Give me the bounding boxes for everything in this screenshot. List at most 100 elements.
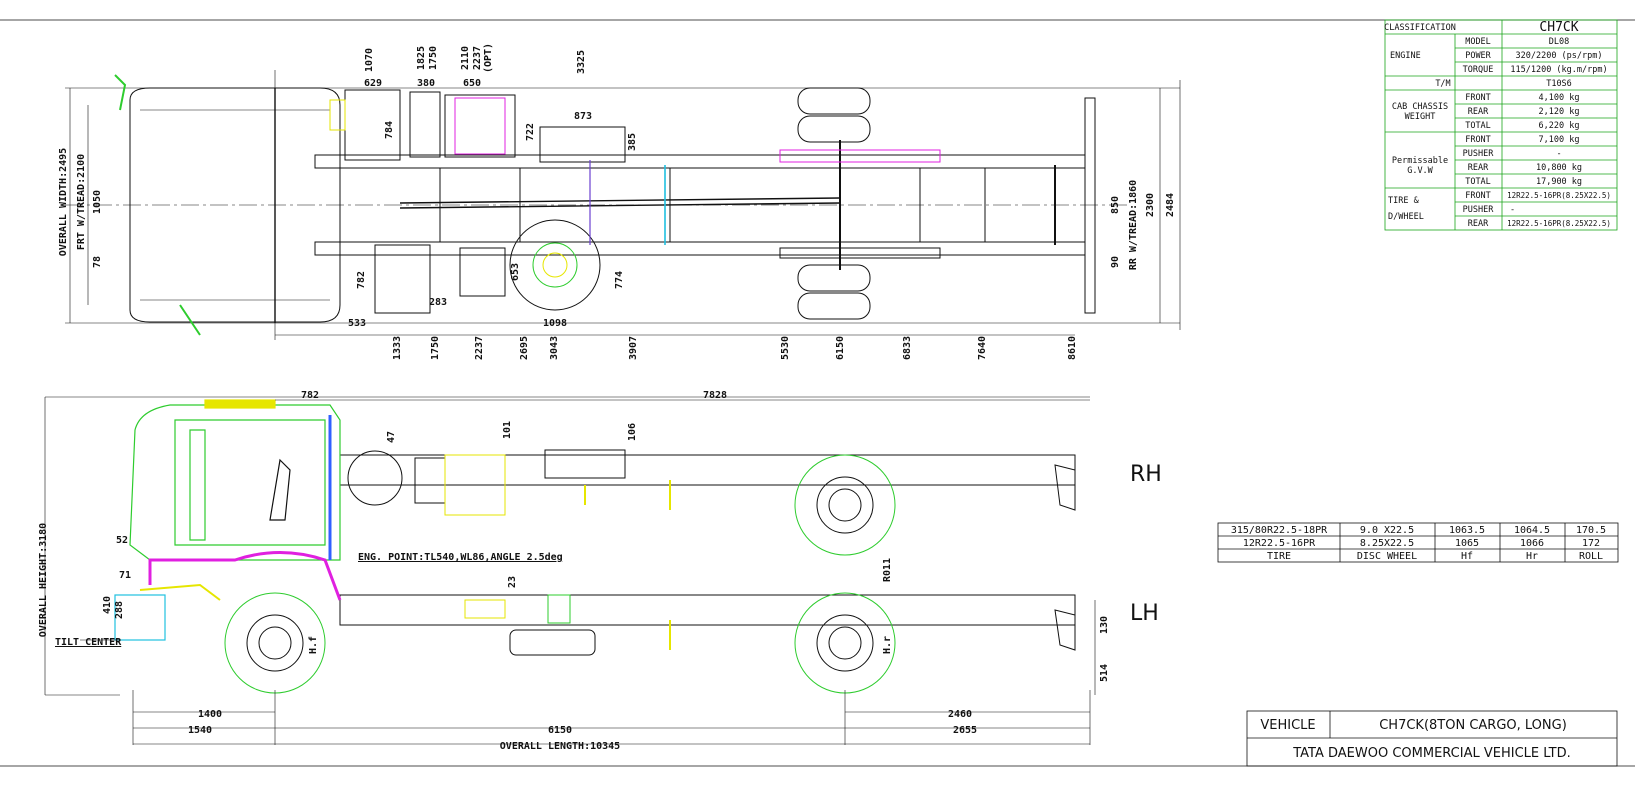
svg-text:FRT W/TREAD:2100: FRT W/TREAD:2100	[76, 154, 87, 250]
svg-text:2110: 2110	[460, 46, 471, 70]
svg-text:782: 782	[301, 390, 319, 401]
svg-text:7640: 7640	[977, 336, 988, 360]
tire-header: DISC WHEEL	[1357, 551, 1417, 562]
svg-text:385: 385	[627, 133, 638, 151]
side-view-dims: 782 7828 47 101 106 OVERALL HEIGHT:3180 …	[38, 390, 1110, 752]
tire-table	[1217, 522, 1619, 563]
tire-front: 12R22.5-16PR(8.25X22.5)	[1507, 191, 1611, 200]
svg-text:1050: 1050	[92, 190, 103, 214]
gvw-label: Permissable	[1392, 156, 1448, 166]
tire-rear: 12R22.5-16PR(8.25X22.5)	[1507, 219, 1611, 228]
gvw-rear: 10,800 kg	[1536, 163, 1582, 173]
svg-text:288: 288	[114, 601, 125, 619]
svg-text:650: 650	[463, 78, 481, 89]
engine-point-label: ENG. POINT:TL540,WL86,ANGLE 2.5deg	[358, 552, 563, 563]
cab-side	[114, 399, 342, 641]
rear-label: REAR	[1468, 107, 1489, 117]
gvw-front-label: FRONT	[1465, 135, 1491, 145]
tire-header: Hr	[1526, 551, 1538, 562]
tire-cell: 1065	[1455, 538, 1479, 549]
tire-pusher-label: PUSHER	[1463, 205, 1495, 215]
svg-text:OVERALL LENGTH:10345: OVERALL LENGTH:10345	[500, 741, 620, 752]
svg-text:514: 514	[1099, 664, 1110, 682]
tire-cell: 12R22.5-16PR	[1243, 538, 1316, 549]
rh-label: RH	[1130, 462, 1162, 487]
svg-text:OVERALL WIDTH:2495: OVERALL WIDTH:2495	[58, 148, 69, 256]
svg-text:5530: 5530	[780, 336, 791, 360]
svg-text:47: 47	[386, 431, 397, 443]
tire-cell: 315/80R22.5-18PR	[1231, 525, 1328, 536]
tire-cell: 9.0 X22.5	[1360, 525, 1414, 536]
top-view-dims: 1070 1825 1750 2110 2237 (OPT) 3325 629 …	[58, 43, 1176, 360]
top-view	[65, 74, 1180, 336]
svg-text:71: 71	[119, 570, 131, 581]
svg-text:1750: 1750	[428, 46, 439, 70]
tire-cell: 170.5	[1576, 525, 1606, 536]
power-value: 320/2200 (ps/rpm)	[1516, 51, 1603, 61]
svg-text:1098: 1098	[543, 318, 567, 329]
svg-text:410: 410	[102, 596, 113, 614]
svg-text:90: 90	[1110, 256, 1121, 268]
tire-cell: 1064.5	[1514, 525, 1550, 536]
svg-text:H.r: H.r	[882, 636, 893, 654]
tire-cell: 8.25X22.5	[1360, 538, 1414, 549]
svg-text:6833: 6833	[902, 336, 913, 360]
svg-text:873: 873	[574, 111, 592, 122]
svg-text:1750: 1750	[430, 336, 441, 360]
svg-text:1540: 1540	[188, 725, 212, 736]
svg-text:106: 106	[627, 423, 638, 441]
cab-total: 6,220 kg	[1539, 121, 1580, 131]
svg-text:2460: 2460	[948, 709, 972, 720]
front-label: FRONT	[1465, 93, 1491, 103]
svg-text:23: 23	[507, 576, 518, 588]
title-block	[1246, 710, 1618, 767]
gvw-pusher: -	[1556, 149, 1561, 159]
power-label: POWER	[1465, 51, 1491, 61]
cab-rear: 2,120 kg	[1539, 107, 1580, 117]
svg-text:653: 653	[510, 263, 521, 281]
cab-weight-label: CAB CHASSIS	[1392, 102, 1448, 112]
classification-value: CH7CK	[1539, 20, 1578, 35]
svg-text:784: 784	[384, 121, 395, 139]
svg-text:2484: 2484	[1165, 193, 1176, 217]
svg-text:6150: 6150	[835, 336, 846, 360]
svg-text:(OPT): (OPT)	[483, 43, 494, 73]
gvw-total: 17,900 kg	[1536, 177, 1582, 187]
svg-text:2300: 2300	[1145, 193, 1156, 217]
gvw-rear-label: REAR	[1468, 163, 1489, 173]
tire-pusher: -	[1510, 205, 1515, 215]
torque-label: TORQUE	[1463, 65, 1494, 75]
gvw-total-label: TOTAL	[1465, 177, 1491, 187]
model-value: DL08	[1549, 37, 1569, 47]
tilt-center-label: TILT CENTER	[55, 637, 122, 648]
svg-text:3043: 3043	[549, 336, 560, 360]
svg-text:6150: 6150	[548, 725, 572, 736]
svg-text:850: 850	[1110, 196, 1121, 214]
total-label: TOTAL	[1465, 121, 1491, 131]
tire-header: TIRE	[1267, 551, 1291, 562]
svg-text:7828: 7828	[703, 390, 727, 401]
svg-text:RR W/TREAD:1860: RR W/TREAD:1860	[1128, 180, 1139, 270]
spec-table	[1384, 19, 1618, 231]
svg-text:1070: 1070	[364, 48, 375, 72]
tire-header: Hf	[1461, 551, 1473, 562]
svg-text:2237: 2237	[472, 46, 483, 70]
svg-text:2695: 2695	[519, 336, 530, 360]
model-label: MODEL	[1465, 37, 1491, 47]
torque-value: 115/1200 (kg.m/rpm)	[1510, 65, 1607, 75]
vehicle-label: VEHICLE	[1260, 718, 1315, 733]
cab-weight-label-2: WEIGHT	[1405, 112, 1436, 122]
gvw-front: 7,100 kg	[1539, 135, 1580, 145]
engine-label: ENGINE	[1390, 51, 1421, 61]
svg-text:782: 782	[356, 271, 367, 289]
svg-text:1333: 1333	[392, 336, 403, 360]
side-view-dimension-lines	[80, 399, 1096, 745]
tire-front-label: FRONT	[1465, 191, 1491, 201]
tire-label: TIRE &	[1388, 196, 1420, 206]
svg-text:774: 774	[614, 271, 625, 289]
svg-text:533: 533	[348, 318, 366, 329]
svg-text:1400: 1400	[198, 709, 222, 720]
svg-text:283: 283	[429, 297, 447, 308]
vehicle-value: CH7CK(8TON CARGO, LONG)	[1379, 718, 1567, 733]
